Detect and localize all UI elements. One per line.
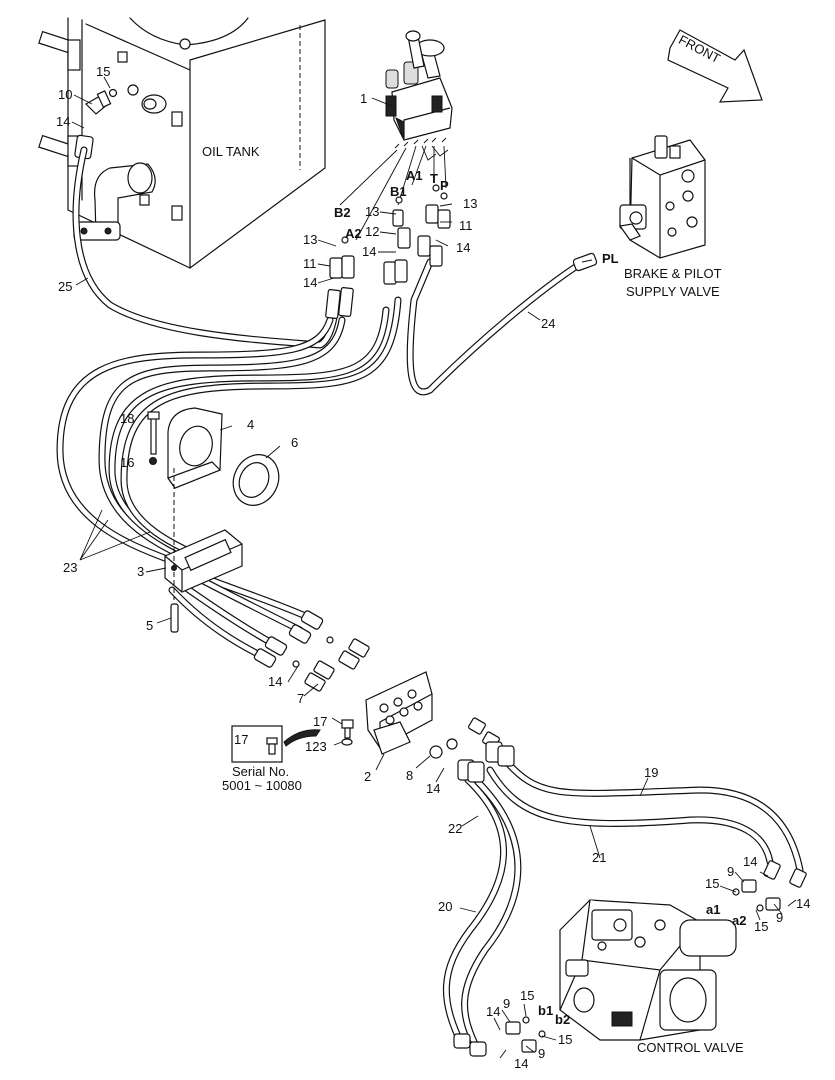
part-number: 10	[58, 87, 72, 102]
oil-tank	[38, 17, 326, 269]
part-number: 16	[120, 455, 134, 470]
hoses	[56, 146, 804, 1054]
part-number: 14	[486, 1004, 500, 1019]
port-pl: PL	[602, 251, 619, 266]
brake-valve-label-1: BRAKE & PILOT	[624, 266, 722, 281]
part-number: 13	[463, 196, 477, 211]
part-number: 11	[459, 218, 473, 233]
port-b2-lower: b2	[555, 1012, 570, 1027]
pilot-valve-fittings	[325, 184, 451, 319]
part-number: 3	[137, 564, 144, 579]
part-number: 8	[406, 768, 413, 783]
part-number: 18	[120, 411, 134, 426]
part-number: 14	[56, 114, 70, 129]
brake-valve-label-2: SUPPLY VALVE	[626, 284, 720, 299]
serial-label-2: 5001 ~ 10080	[222, 778, 302, 793]
bolt-18	[147, 411, 160, 465]
port-b2: B2	[334, 205, 351, 220]
part-number: 19	[644, 765, 658, 780]
part-number: 23	[63, 560, 77, 575]
part-number: 14	[303, 275, 317, 290]
leader-lines	[71, 76, 797, 1059]
part-number: 5	[146, 618, 153, 633]
front-arrow: FRONT	[667, 29, 763, 103]
port-a1: A1	[406, 168, 423, 183]
part-number: 14	[514, 1056, 528, 1071]
part-number: 25	[58, 279, 72, 294]
part-number: 14	[268, 674, 282, 689]
part-number: 22	[448, 821, 462, 836]
part-number: 9	[538, 1046, 545, 1061]
serial-label-1: Serial No.	[232, 764, 289, 779]
part-number: 14	[426, 781, 440, 796]
part-number: 9	[776, 910, 783, 925]
part-number: 24	[541, 316, 555, 331]
port-p: P	[440, 178, 449, 193]
part-number: 11	[303, 256, 317, 271]
part-number: 17	[313, 714, 327, 729]
block-3	[164, 529, 243, 593]
captions: OIL TANK BRAKE & PILOT SUPPLY VALVE CONT…	[202, 144, 744, 1055]
serial-number-box	[231, 725, 321, 763]
manifold-fittings	[253, 610, 515, 783]
part-number: 13	[365, 204, 379, 219]
part-number: 17	[234, 732, 248, 747]
grommet-6	[232, 454, 280, 506]
part-numbers: 1 10 15 14 25 13 11 14 13 12 14 13 11 14…	[56, 64, 810, 1071]
part-number: 12	[365, 224, 379, 239]
part-number: 14	[362, 244, 376, 259]
part-number: 9	[727, 864, 734, 879]
port-b1: B1	[390, 184, 407, 199]
control-valve	[559, 899, 737, 1041]
part-number: 14	[796, 896, 810, 911]
control-valve-label: CONTROL VALVE	[637, 1040, 744, 1055]
part-number: 6	[291, 435, 298, 450]
part-number: 14	[743, 854, 757, 869]
part-number: 14	[456, 240, 470, 255]
bracket-4	[167, 407, 223, 489]
tank-fitting	[74, 88, 118, 160]
port-t: T	[430, 171, 438, 186]
pin-5	[170, 603, 179, 633]
part-number: 123	[305, 739, 327, 754]
port-a2-lower: a2	[732, 913, 746, 928]
port-leader-lines	[339, 137, 449, 241]
part-number: 1	[360, 91, 367, 106]
brake-pilot-supply-valve	[618, 135, 706, 259]
part-number: 13	[303, 232, 317, 247]
part-number: 15	[705, 876, 719, 891]
part-number: 15	[558, 1032, 572, 1047]
part-number: 9	[503, 996, 510, 1011]
port-a2: A2	[345, 226, 362, 241]
part-number: 15	[520, 988, 534, 1003]
control-valve-fittings	[453, 860, 807, 1057]
part-number: 4	[247, 417, 254, 432]
port-a1-lower: a1	[706, 902, 720, 917]
part-number: 7	[297, 691, 304, 706]
remote-control-valve	[385, 30, 453, 141]
pl-fitting	[572, 252, 598, 272]
part-number: 20	[438, 899, 452, 914]
part-number: 15	[754, 919, 768, 934]
screw-17	[341, 719, 354, 746]
part-number: 21	[592, 850, 606, 865]
port-b1-lower: b1	[538, 1003, 553, 1018]
part-number: 15	[96, 64, 110, 79]
oil-tank-label: OIL TANK	[202, 144, 260, 159]
port-labels: B2 A2 B1 A1 T P PL a1 a2 b1 b2	[334, 168, 746, 1027]
part-number: 2	[364, 769, 371, 784]
manifold-bracket-2	[365, 671, 433, 755]
